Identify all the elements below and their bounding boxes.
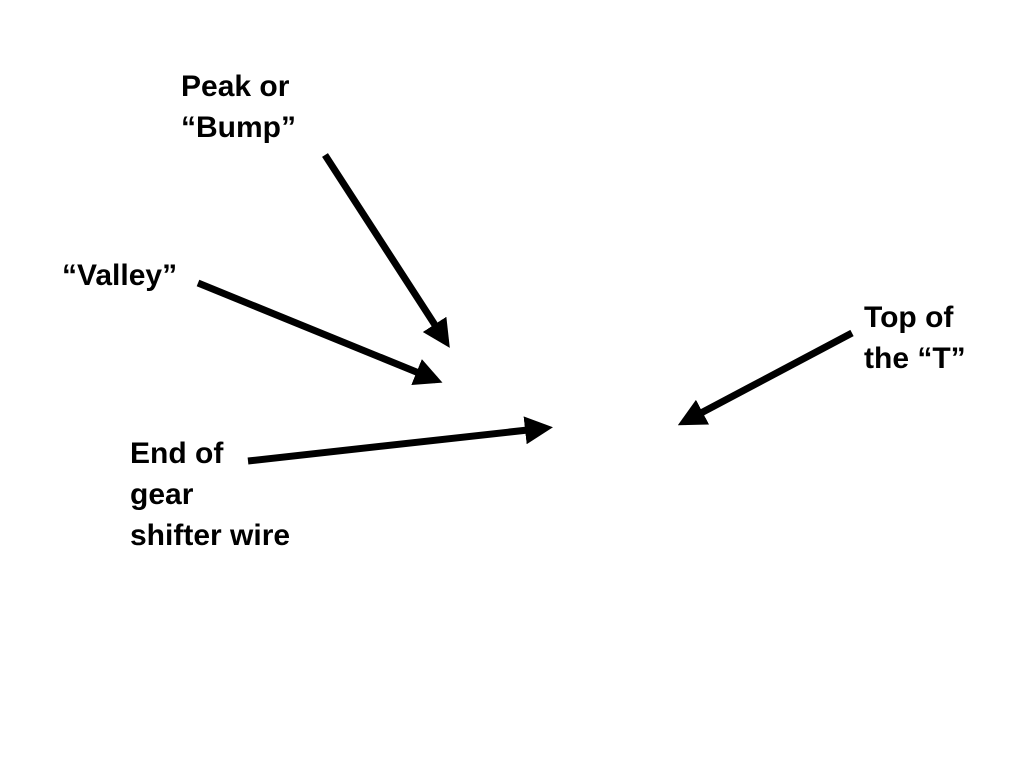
label-peak-line-1: Peak or: [181, 70, 290, 103]
label-valley-line-1: “Valley”: [62, 259, 178, 292]
label-top-line-2: the “T”: [864, 342, 966, 375]
label-end-line-1: End of: [130, 437, 224, 470]
arrow-valley: [196, 279, 443, 386]
label-peak-or-bump: Peak or “Bump”: [181, 66, 296, 148]
label-top-of-t: Top of the “T”: [864, 297, 966, 379]
label-end-of-gear-shifter-wire: End of gear shifter wire: [130, 433, 290, 556]
label-valley: “Valley”: [62, 255, 177, 296]
arrow-peak: [322, 153, 450, 348]
label-peak-line-2: “Bump”: [181, 111, 296, 144]
label-end-line-2: gear: [130, 478, 194, 511]
label-end-line-3: shifter wire: [130, 519, 291, 552]
arrow-top-of-t: [677, 329, 854, 426]
arrow-end-of-wire: [247, 416, 553, 465]
label-top-line-1: Top of: [864, 301, 954, 334]
